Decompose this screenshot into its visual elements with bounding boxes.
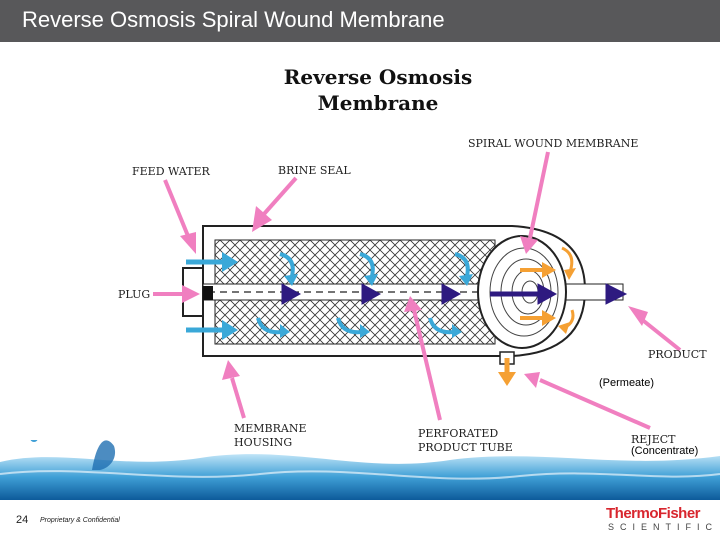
label-pointer-arrows — [153, 151, 682, 430]
label-spiral-wound-membrane: SPIRAL WOUND MEMBRANE — [468, 137, 638, 150]
label-perforated-line1: PERFORATED — [418, 427, 498, 440]
label-feed-water: FEED WATER — [132, 165, 210, 178]
label-membrane-housing-line1: MEMBRANE — [234, 422, 307, 435]
title-bar — [0, 0, 720, 42]
page-number: 24 — [16, 514, 29, 526]
label-concentrate: (Concentrate) — [631, 445, 698, 457]
confidential-notice: Proprietary & Confidential — [40, 517, 120, 524]
scientific-logo-text: SCIENTIFIC — [608, 522, 719, 532]
permeate-arrows — [281, 283, 628, 305]
diagram-heading-line1: Reverse Osmosis — [284, 65, 472, 89]
diagram-heading-line2: Membrane — [318, 91, 439, 115]
label-perforated-line2: PRODUCT TUBE — [418, 441, 513, 454]
thermo-fisher-logo: ThermoFisher — [606, 505, 701, 522]
label-product: PRODUCT — [648, 348, 707, 361]
label-permeate: (Permeate) — [599, 377, 654, 389]
label-membrane-housing-line2: HOUSING — [234, 436, 292, 449]
feed-water-arrows — [186, 252, 473, 340]
concentrate-arrows — [498, 246, 576, 386]
water-wave-banner — [0, 440, 720, 500]
label-reject: REJECT — [631, 433, 676, 446]
label-brine-seal: BRINE SEAL — [278, 164, 351, 177]
label-plug: PLUG — [118, 288, 150, 301]
slide-title: Reverse Osmosis Spiral Wound Membrane — [22, 7, 445, 32]
membrane-mesh — [214, 239, 496, 345]
plug — [203, 286, 213, 300]
